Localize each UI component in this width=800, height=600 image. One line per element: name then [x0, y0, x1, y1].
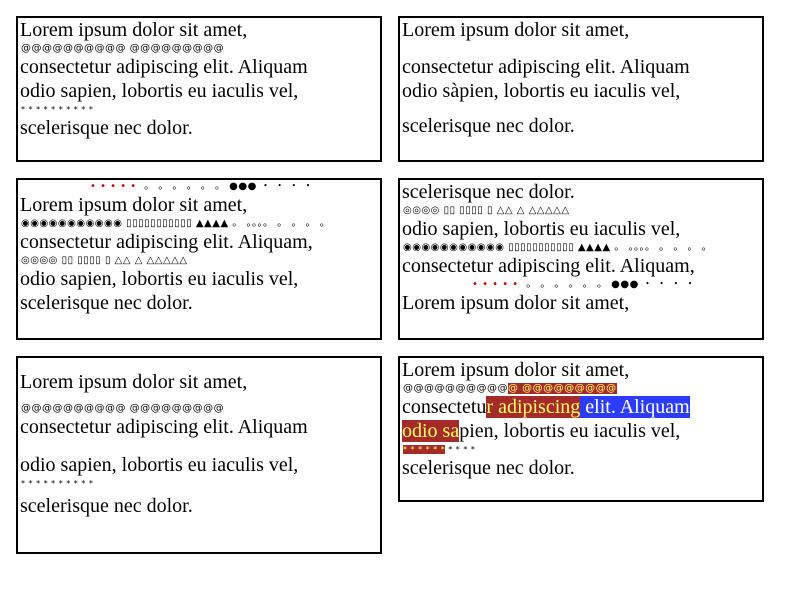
text-line: consectetur adipiscing elit. Aliquam,: [20, 231, 313, 253]
red-dots: • • • • •: [472, 279, 519, 290]
text-plain: consectetu: [402, 396, 487, 418]
text-line: Lorem ipsum dolor sit amet,: [402, 292, 630, 314]
text-panel-5: Lorem ipsum dolor sit amet, @@@@@@@@@@ @…: [16, 356, 382, 554]
text-line: consectetur adipiscing elit. Aliquam: [20, 416, 308, 438]
star-annotation: * * * * * * * * * *: [21, 105, 94, 114]
text-line: consectetur adipiscing elit. Aliquam: [402, 56, 690, 78]
circles-annotation: ◉◉◉◉◉◉◉◉◉◉◉ ▯▯▯▯▯▯▯▯▯▯▯ ▲▲▲▲ 。 。。。。 。 。 …: [21, 218, 331, 229]
star-annotation: * * * * * * * * * *: [400, 443, 762, 456]
text-panel-3: • • • • • 。 。 。 。 。 。 ●●● ・ ・ ・ ・ Lorem …: [16, 178, 382, 340]
circles-small-annotation: ◎◎◎◎ ▯▯ ▯▯▯▯ ▯ △△ △ △△△△△: [403, 205, 570, 216]
circles-small-annotation: ◎◎◎◎ ▯▯ ▯▯▯▯ ▯ △△ △ △△△△△: [21, 255, 188, 266]
text-highlight-blue: elit. Aliquam: [580, 396, 690, 418]
star-plain: * * * *: [445, 445, 476, 454]
text-line: odio sàpien, lobortis eu iaculis vel,: [402, 80, 681, 102]
text-highlight-red: r adipiscing: [486, 396, 581, 418]
red-dots: • • • • •: [90, 181, 137, 192]
text-panel-2: Lorem ipsum dolor sit amet, consectetur …: [398, 16, 764, 162]
text-line: scelerisque nec dolor.: [402, 181, 575, 203]
text-line: Lorem ipsum dolor sit amet,: [20, 194, 248, 216]
text-plain: pien, lobortis eu iaculis vel,: [459, 420, 681, 442]
at-annotation: @@@@@@@@@@@ @@@@@@@@@: [400, 382, 762, 395]
at-highlight: @ @@@@@@@@@: [508, 383, 617, 394]
circles-annotation: ◉◉◉◉◉◉◉◉◉◉◉ ▯▯▯▯▯▯▯▯▯▯▯ ▲▲▲▲ 。 。。。。 。 。 …: [403, 242, 713, 253]
text-line: scelerisque nec dolor.: [402, 457, 575, 479]
text-highlight-red: odio sa: [402, 420, 460, 442]
text-line: odio sapien, lobortis eu iaculis vel,: [20, 454, 299, 476]
dots-annotation: • • • • • 。 。 。 。 。 。 ●●● ・ ・ ・ ・: [18, 180, 380, 193]
text-line: odio sapien, lobortis eu iaculis vel,: [20, 80, 299, 102]
text-panel-6: Lorem ipsum dolor sit amet, @@@@@@@@@@@ …: [398, 356, 764, 502]
dots-annotation: • • • • • 。 。 。 。 。 。 ●●● ・ ・ ・ ・: [400, 278, 762, 291]
star-annotation: * * * * * * * * * *: [21, 479, 94, 488]
text-line: consectetur adipiscing elit. Aliquam: [20, 56, 308, 78]
at-plain: @@@@@@@@@@: [403, 383, 508, 394]
text-line: Lorem ipsum dolor sit amet,: [402, 359, 630, 381]
star-highlight: * * * * * *: [403, 445, 446, 454]
text-panel-4: scelerisque nec dolor. ◎◎◎◎ ▯▯ ▯▯▯▯ ▯ △△…: [398, 178, 764, 340]
at-annotation: @@@@@@@@@@ @@@@@@@@@: [21, 43, 225, 54]
text-line: odio sapien, lobortis eu iaculis vel,: [20, 268, 299, 290]
text-line: scelerisque nec dolor.: [20, 495, 193, 517]
dots-rest: 。 。 。 。 。 。 ●●● ・ ・ ・ ・: [526, 279, 696, 290]
text-panel-1: Lorem ipsum dolor sit amet, @@@@@@@@@@ @…: [16, 16, 382, 162]
text-line: scelerisque nec dolor.: [20, 117, 193, 139]
text-line: scelerisque nec dolor.: [402, 115, 575, 137]
text-line-highlighted: odio sapien, lobortis eu iaculis vel,: [400, 419, 762, 443]
text-line: Lorem ipsum dolor sit amet,: [20, 19, 248, 41]
text-line: Lorem ipsum dolor sit amet,: [402, 19, 630, 41]
text-line: odio sapien, lobortis eu iaculis vel,: [402, 218, 681, 240]
text-line: scelerisque nec dolor.: [20, 292, 193, 314]
at-annotation: @@@@@@@@@@ @@@@@@@@@: [21, 403, 225, 414]
text-line: consectetur adipiscing elit. Aliquam,: [402, 255, 695, 277]
text-line: Lorem ipsum dolor sit amet,: [20, 371, 248, 393]
dots-rest: 。 。 。 。 。 。 ●●● ・ ・ ・ ・: [144, 181, 314, 192]
text-line-highlighted: consectetur adipiscing elit. Aliquam: [400, 395, 762, 419]
